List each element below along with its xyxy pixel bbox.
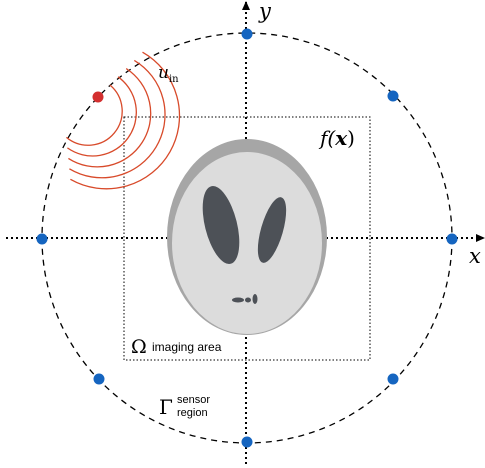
- source-point: [92, 91, 104, 103]
- sensor-point: [93, 373, 105, 385]
- phantom-left-feature: [202, 185, 240, 265]
- omega-symbol: Ω: [131, 336, 147, 358]
- phantom-small-feature-2: [245, 297, 251, 303]
- x-axis-label: x: [469, 244, 481, 268]
- wave-arc: [68, 68, 152, 168]
- phantom-right-feature: [257, 197, 287, 263]
- wave-arc: [65, 84, 123, 146]
- sensor-point: [36, 233, 48, 245]
- incident-wave: [65, 51, 181, 190]
- sensor-point: [241, 28, 253, 40]
- phantom-small-feature-1: [232, 297, 244, 303]
- imaging-area-label: imaging area: [152, 340, 222, 354]
- gamma-symbol: Γ: [159, 395, 173, 419]
- phantom-small-feature-3: [252, 294, 258, 304]
- sensor-point: [387, 90, 399, 102]
- sensor-point: [241, 436, 253, 448]
- phantom: [167, 139, 327, 335]
- region-label: region: [177, 407, 208, 419]
- y-axis-label: y: [258, 0, 272, 23]
- phantom-inner-ellipse: [172, 152, 322, 334]
- function-label: f(x): [318, 126, 355, 150]
- wave-arc: [67, 76, 137, 157]
- wave-arc: [70, 51, 181, 190]
- sensor-point: [446, 233, 458, 245]
- sensor-point: [387, 373, 399, 385]
- sensors: [36, 28, 458, 448]
- wave-arc: [69, 59, 166, 179]
- incident-wave-label: uin: [158, 63, 179, 85]
- sensor-label: sensor: [177, 394, 210, 406]
